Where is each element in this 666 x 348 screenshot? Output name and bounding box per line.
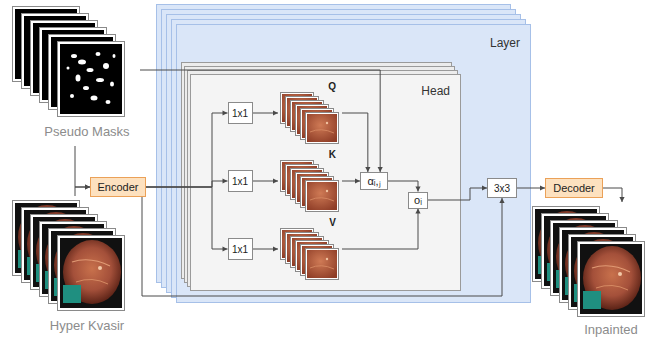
connector xyxy=(342,113,370,172)
image-stack: Inpainted xyxy=(528,202,658,342)
node-label: Head xyxy=(421,84,450,98)
node-label: 3x3 xyxy=(494,183,510,194)
node-label: 1x1 xyxy=(232,176,248,187)
connector xyxy=(428,185,487,200)
caption: Pseudo Masks xyxy=(44,124,129,139)
node-label: 1x1 xyxy=(232,244,248,255)
node-label: 1x1 xyxy=(232,108,248,119)
label-holder: Q xyxy=(328,81,336,93)
node-label: Layer xyxy=(490,36,520,50)
arrowhead xyxy=(499,198,504,203)
inpainted-stack xyxy=(533,207,645,317)
output-box: oᵢ xyxy=(408,192,428,209)
connector-line xyxy=(146,187,228,249)
label-holder: K xyxy=(329,149,336,161)
connector xyxy=(146,187,228,252)
image-stack: Pseudo Masks xyxy=(10,4,140,146)
node-label: Encoder xyxy=(98,181,139,193)
connector-line xyxy=(142,197,502,296)
layer-panel: LayerHead 1x1 1x1 1x1 Q K Vαᵢ,ⱼ oᵢ 3x3 xyxy=(176,24,530,302)
node-label: αᵢ,ⱼ xyxy=(367,175,380,187)
connector xyxy=(75,184,90,196)
connector xyxy=(517,185,545,190)
arrowhead xyxy=(273,110,278,115)
connector-line xyxy=(388,181,418,192)
connector-line xyxy=(342,209,418,250)
arrowhead xyxy=(415,209,420,214)
feature-stack: Q xyxy=(278,80,342,146)
attention-box: αᵢ,ⱼ xyxy=(360,172,388,190)
head-panels xyxy=(182,63,461,291)
connector xyxy=(342,209,421,250)
query-stack xyxy=(281,93,339,144)
node-label: K xyxy=(329,149,336,160)
connector-line xyxy=(428,188,487,200)
arrowhead xyxy=(619,197,624,202)
label-holder: Hyper Kvasir xyxy=(10,318,140,334)
mask-stack xyxy=(13,7,125,117)
connector xyxy=(253,110,279,115)
node-label: V xyxy=(329,217,336,228)
caption: Hyper Kvasir xyxy=(50,318,124,333)
connector-line xyxy=(75,187,90,196)
connector-line xyxy=(75,146,90,187)
endoscopy-stack xyxy=(13,201,125,311)
node-label: Q xyxy=(328,81,336,92)
connector-line xyxy=(146,181,228,187)
connector xyxy=(140,70,383,172)
label-holder: V xyxy=(329,217,336,229)
arrowhead xyxy=(273,246,278,251)
connector xyxy=(146,178,228,187)
connector xyxy=(253,178,279,183)
arrowhead xyxy=(273,178,278,183)
caption: Inpainted xyxy=(584,322,638,337)
label-holder: Pseudo Masks xyxy=(10,124,140,140)
conv-box: 3x3 xyxy=(487,178,517,198)
connector-line xyxy=(140,70,380,172)
label-holder: Layer xyxy=(490,36,520,50)
connector xyxy=(388,181,421,192)
image-stack: Hyper Kvasir xyxy=(10,196,140,340)
node-label: oᵢ xyxy=(414,194,422,206)
conv-box: 1x1 xyxy=(228,170,253,192)
connector xyxy=(142,197,505,296)
feature-stack: K xyxy=(278,148,342,214)
label-holder: Inpainted xyxy=(528,322,658,338)
connector xyxy=(146,110,228,187)
head-panel: Head 1x1 1x1 1x1 Q K Vαᵢ,ⱼ oᵢ xyxy=(190,74,460,290)
connector xyxy=(75,146,90,190)
encoder-box: Encoder xyxy=(90,177,146,197)
key-stack xyxy=(281,161,339,212)
layer-panels xyxy=(157,5,531,303)
conv-box: 1x1 xyxy=(228,102,253,124)
connector xyxy=(603,188,625,202)
label-holder: Head xyxy=(421,84,450,98)
node-label: Decoder xyxy=(553,182,595,194)
connector-line xyxy=(603,188,622,202)
conv-box: 1x1 xyxy=(228,238,253,260)
connector xyxy=(342,178,360,183)
value-stack xyxy=(281,229,339,280)
connector xyxy=(253,246,279,251)
decoder-box: Decoder xyxy=(545,178,603,198)
connector-line xyxy=(146,113,228,187)
feature-stack: V xyxy=(278,216,342,282)
connector-line xyxy=(342,113,368,172)
